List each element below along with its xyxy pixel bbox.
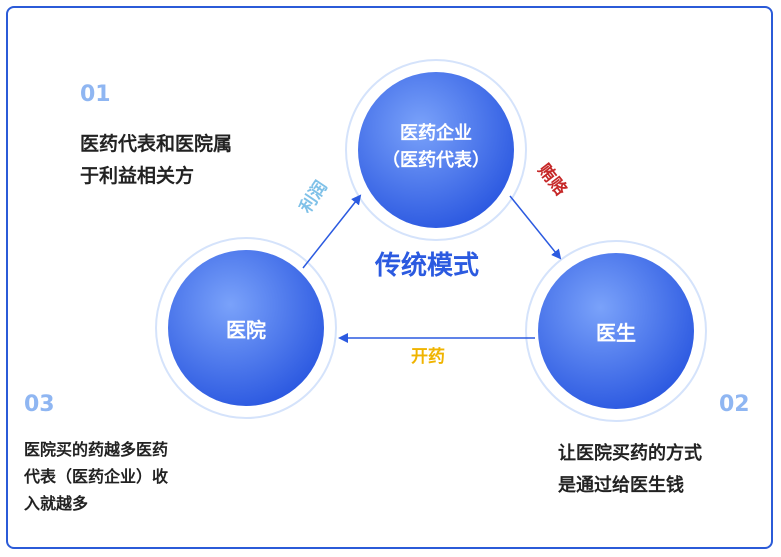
item03-line2: 代表（医药企业）收 xyxy=(24,467,169,487)
bribe-label: 贿赂 xyxy=(534,160,572,201)
profit-label: 利润 xyxy=(295,177,331,217)
profit-arrow xyxy=(302,194,362,269)
item03-line3: 入就越多 xyxy=(24,494,89,514)
item01-line2: 于利益相关方 xyxy=(80,165,195,188)
item02-line1: 让医院买药的方式 xyxy=(558,443,702,464)
pharma-circle xyxy=(358,72,514,228)
doctor-circle xyxy=(538,253,694,409)
doctor-node: 医生 xyxy=(596,321,636,345)
hospital-node: 医院 xyxy=(226,318,266,342)
item03-number: 03 xyxy=(24,392,55,417)
item02-description: 让医院买药的方式 是通过给医生钱 xyxy=(558,438,702,503)
bribe-arrow xyxy=(509,195,562,260)
pharma-label-line1: 医药企业 xyxy=(400,123,472,144)
diagram-frame xyxy=(6,6,773,549)
item02-line2: 是通过给医生钱 xyxy=(558,475,684,497)
item03-description: 医院买的药越多医药 代表（医药企业）收 入就越多 xyxy=(24,436,168,518)
pharma-label-line2: （医药代表） xyxy=(382,150,490,171)
diagram-title: 传统模式 xyxy=(374,250,479,281)
item03-line1: 医院买的药越多医药 xyxy=(24,440,169,459)
item01-description: 医药代表和医院属 于利益相关方 xyxy=(80,128,232,193)
item01-line1: 医药代表和医院属 xyxy=(80,133,233,155)
pharma-node: 医药企业 （医药代表） xyxy=(366,120,506,174)
item01-number: 01 xyxy=(80,82,111,107)
hospital-circle xyxy=(168,250,324,406)
item02-number: 02 xyxy=(719,392,750,417)
prescribe-label: 开药 xyxy=(411,346,445,367)
